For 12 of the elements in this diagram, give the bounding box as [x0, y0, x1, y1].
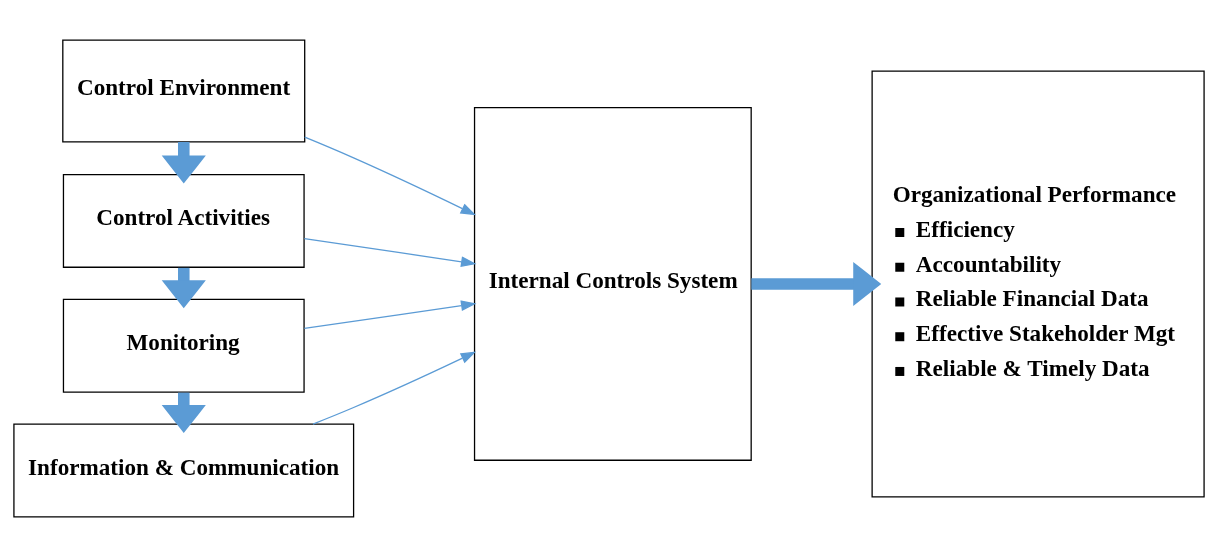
node-box: Information & Communication	[13, 423, 355, 517]
node-box: Control Activities	[62, 173, 305, 268]
arrow	[303, 299, 477, 329]
node-box: Internal Controls System	[473, 106, 752, 461]
node-box: Organizational Performance Efficiency Accountability Reliable Financial Data Effective Stakeholder Mgt Reliable & Timely Data	[871, 69, 1205, 498]
arrow	[751, 261, 882, 306]
arrow	[304, 136, 476, 215]
node-box: Monitoring	[62, 298, 305, 393]
arrow	[161, 141, 206, 184]
arrow	[303, 237, 477, 267]
node-box: Control Environment	[62, 39, 306, 142]
arrow	[312, 351, 477, 425]
